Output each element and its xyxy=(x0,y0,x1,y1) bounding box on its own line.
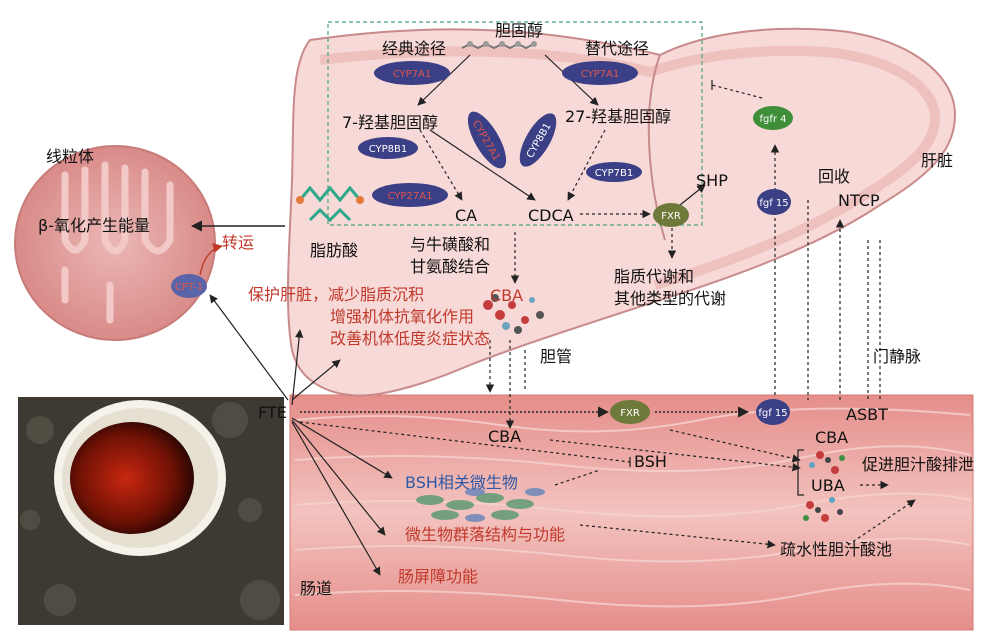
effect-inflammation: 改善机体低度炎症状态 xyxy=(330,329,490,348)
svg-text:CYP7A1: CYP7A1 xyxy=(393,69,432,80)
svg-text:fgfr 4: fgfr 4 xyxy=(759,114,786,125)
effect-bsh-microbes: BSH相关微生物 xyxy=(405,473,518,492)
bsh-microbes-icon xyxy=(416,488,545,522)
label-lipid-metabolism: 脂质代谢和其他类型的代谢 xyxy=(614,267,726,308)
label-7-hydroxy: 7-羟基胆固醇 xyxy=(342,113,438,132)
node-cba-liver: CBA xyxy=(490,286,523,305)
fatty-acid-molecule-icon xyxy=(296,185,364,223)
enzyme-cyp7a1-b: CYP7A1 xyxy=(562,61,638,85)
label-alt-pathway: 替代途径 xyxy=(585,39,649,58)
label-reabsorb: 回收 xyxy=(818,167,850,186)
svg-text:CYP8B1: CYP8B1 xyxy=(369,144,408,155)
svg-text:CPT-1: CPT-1 xyxy=(175,282,203,293)
label-cholesterol: 胆固醇 xyxy=(495,21,543,40)
factor-fgf15-gut: fgf 15 xyxy=(756,399,790,425)
svg-text:FXR: FXR xyxy=(620,408,640,419)
svg-text:CYP7B1: CYP7B1 xyxy=(595,168,634,179)
label-beta-oxidation: β-氧化产生能量 xyxy=(38,216,150,235)
pathway-arrows xyxy=(190,54,916,576)
label-liver: 肝脏 xyxy=(921,151,953,170)
receptor-fgfr4: fgfr 4 xyxy=(753,106,793,130)
label-mitochondria: 线粒体 xyxy=(46,147,94,166)
enzyme-cyp7a1-a: CYP7A1 xyxy=(374,61,450,85)
enzyme-cyp27a1-a: CYP27A1 xyxy=(372,183,448,207)
effect-protect-liver: 保护肝脏，减少脂质沉积 xyxy=(248,285,424,304)
label-portal-vein: 门静脉 xyxy=(873,347,921,366)
cba-molecule-icon xyxy=(483,294,544,334)
svg-text:fgf 15: fgf 15 xyxy=(758,408,787,419)
cba-uba-bracket xyxy=(797,449,804,496)
label-conjugation: 与牛磺酸和甘氨酸结合 xyxy=(410,235,490,276)
node-cba-right: CBA xyxy=(815,428,848,447)
node-fte: FTE xyxy=(258,403,287,422)
label-transport: 转运 xyxy=(222,233,254,252)
effect-gut-barrier: 肠屏障功能 xyxy=(398,567,478,586)
enzyme-cyp8b1-b: CYP8B1 xyxy=(519,113,557,167)
tea-photo xyxy=(18,397,284,625)
factor-fgf15-liver: fgf 15 xyxy=(757,189,791,215)
svg-text:fgf 15: fgf 15 xyxy=(759,198,788,209)
label-promote-excretion: 促进胆汁酸排泄 xyxy=(862,455,974,474)
cholesterol-molecule-icon xyxy=(461,41,537,50)
label-fatty-acid: 脂肪酸 xyxy=(310,241,358,260)
transport-arrow xyxy=(199,243,223,276)
svg-text:CYP27A1: CYP27A1 xyxy=(388,191,433,202)
intestine-band xyxy=(289,394,974,631)
node-uba: UBA xyxy=(811,476,845,495)
svg-text:CYP7A1: CYP7A1 xyxy=(581,69,620,80)
effect-antioxidant: 增强机体抗氧化作用 xyxy=(330,307,474,326)
receptor-fxr-liver: FXR xyxy=(653,203,689,227)
gut-bile-acid-molecules xyxy=(803,451,845,522)
label-classic-pathway: 经典途径 xyxy=(382,39,446,58)
receptor-fxr-gut: FXR xyxy=(610,400,650,424)
node-ntcp: NTCP xyxy=(838,191,880,210)
svg-text:FXR: FXR xyxy=(661,211,681,222)
label-intestine: 肠道 xyxy=(300,579,332,598)
label-27-hydroxy: 27-羟基胆固醇 xyxy=(565,107,671,126)
node-shp: SHP xyxy=(696,171,728,190)
node-cdca: CDCA xyxy=(528,206,574,225)
pathway-box xyxy=(327,21,703,226)
label-hydrophobic-pool: 疏水性胆汁酸池 xyxy=(780,540,892,559)
enzyme-cyp7b1: CYP7B1 xyxy=(586,162,642,182)
enzyme-cpt1: CPT-1 xyxy=(171,274,207,298)
effect-microbial-community: 微生物群落结构与功能 xyxy=(405,525,565,544)
mitochondrion xyxy=(14,145,216,341)
enzyme-cyp8b1: CYP8B1 xyxy=(358,137,418,159)
node-ca: CA xyxy=(455,206,477,225)
node-bsh: BSH xyxy=(634,452,667,471)
label-bile-duct: 胆管 xyxy=(540,347,572,366)
node-asbt: ASBT xyxy=(846,405,888,424)
node-cba-gut: CBA xyxy=(488,427,521,446)
